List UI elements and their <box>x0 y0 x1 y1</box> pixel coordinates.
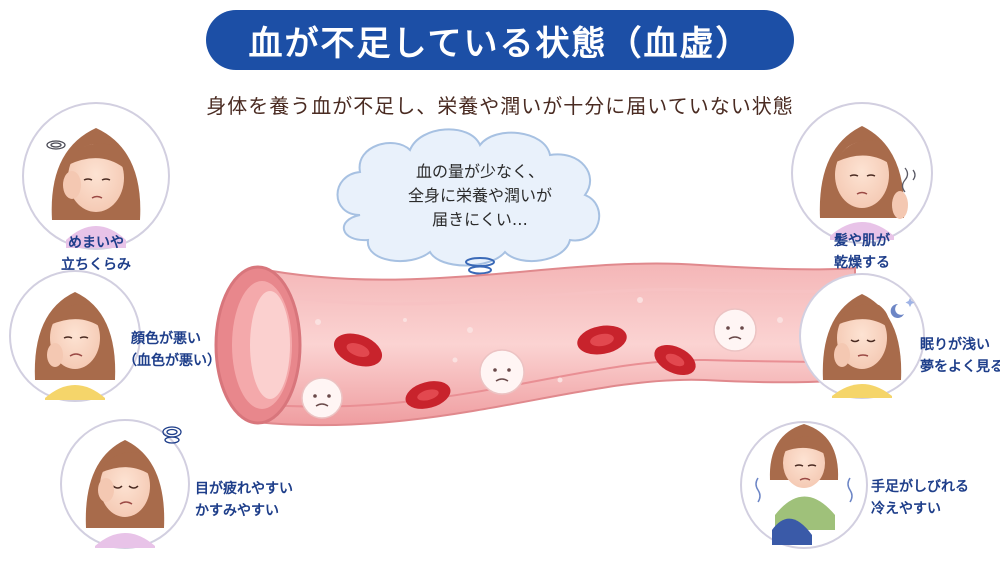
symptom-cold-label: 手足がしびれる 冷えやすい <box>871 476 969 520</box>
symptom-line: 冷えやすい <box>871 501 941 517</box>
cloud-caption: 血の量が少なく、 全身に栄養や潤いが 届きにくい… <box>370 160 590 232</box>
symptom-line: めまいや <box>68 235 124 251</box>
page-subtitle: 身体を養う血が不足し、栄養や潤いが十分に届いていない状態 <box>206 94 794 118</box>
woman-tired-eyes-icon <box>60 419 190 549</box>
red-blood-cell-icon <box>577 325 627 355</box>
woman-sleep-icon <box>799 273 925 399</box>
symptom-line: 髪や肌が <box>834 233 890 249</box>
woman-pale-icon <box>9 270 141 402</box>
symptom-line: 立ちくらみ <box>61 257 131 273</box>
symptom-dizziness-label: めまいや 立ちくらみ <box>40 232 152 276</box>
pale-blood-cell-icon <box>479 349 525 395</box>
cloud-line: 全身に栄養や潤いが <box>407 186 552 205</box>
red-blood-cell-icon <box>333 333 383 367</box>
woman-cold-icon <box>740 421 868 549</box>
symptom-line: かすみやすい <box>195 503 279 519</box>
cloud-line: 血の量が少なく、 <box>415 162 544 181</box>
red-blood-cell-icon <box>654 344 696 376</box>
symptom-line: 目が疲れやすい <box>195 481 293 497</box>
symptom-dryness-label: 髪や肌が 乾燥する <box>820 230 904 274</box>
woman-dizzy-icon <box>22 102 170 250</box>
red-blood-cell-icon <box>405 381 451 409</box>
blood-vessel <box>214 262 856 427</box>
symptom-eyes-label: 目が疲れやすい かすみやすい <box>195 478 293 522</box>
symptom-line: 眠りが浅い <box>920 337 990 353</box>
symptom-line: （血色が悪い） <box>123 353 221 369</box>
thought-cloud <box>336 128 601 267</box>
symptom-line: 夢をよく見る <box>920 359 1000 375</box>
cloud-line: 届きにくい… <box>432 210 528 229</box>
symptom-line: 手足がしびれる <box>871 479 969 495</box>
symptom-complexion-label: 顔色が悪い （血色が悪い） <box>123 328 221 372</box>
symptom-sleep-label: 眠りが浅い 夢をよく見る <box>920 334 1000 378</box>
symptom-line: 乾燥する <box>834 255 890 271</box>
page-title: 血が不足している状態（血虚） <box>206 10 794 70</box>
symptom-line: 顔色が悪い <box>131 331 201 347</box>
woman-dry-skin-icon <box>791 102 933 244</box>
pale-blood-cell-icon <box>713 308 757 352</box>
pale-blood-cell-icon <box>301 377 343 419</box>
